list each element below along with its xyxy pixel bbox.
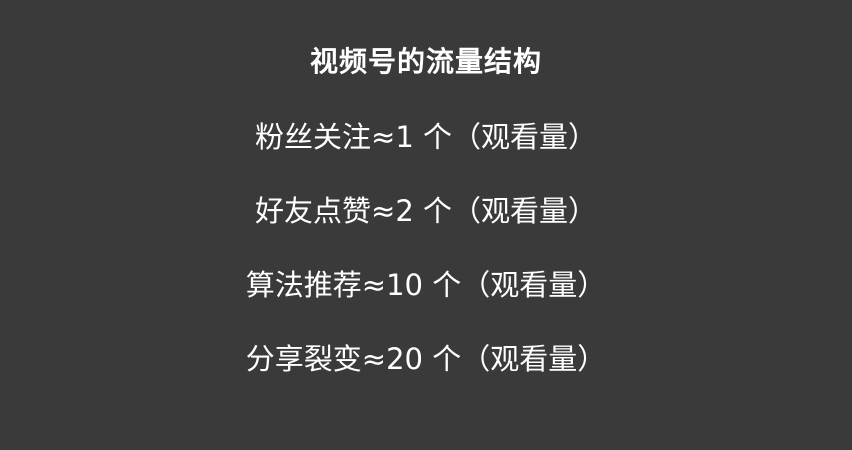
list-item-friend-like: 好友点赞≈2 个（观看量） bbox=[255, 194, 597, 228]
list-item-fan-follow: 粉丝关注≈1 个（观看量） bbox=[255, 120, 597, 154]
traffic-structure-list: 粉丝关注≈1 个（观看量） 好友点赞≈2 个（观看量） 算法推荐≈10 个（观看… bbox=[0, 116, 852, 412]
list-item-algorithm-recommend: 算法推荐≈10 个（观看量） bbox=[245, 268, 607, 302]
list-item-share-fission: 分享裂变≈20 个（观看量） bbox=[245, 342, 607, 376]
slide-title: 视频号的流量结构 bbox=[309, 45, 542, 78]
